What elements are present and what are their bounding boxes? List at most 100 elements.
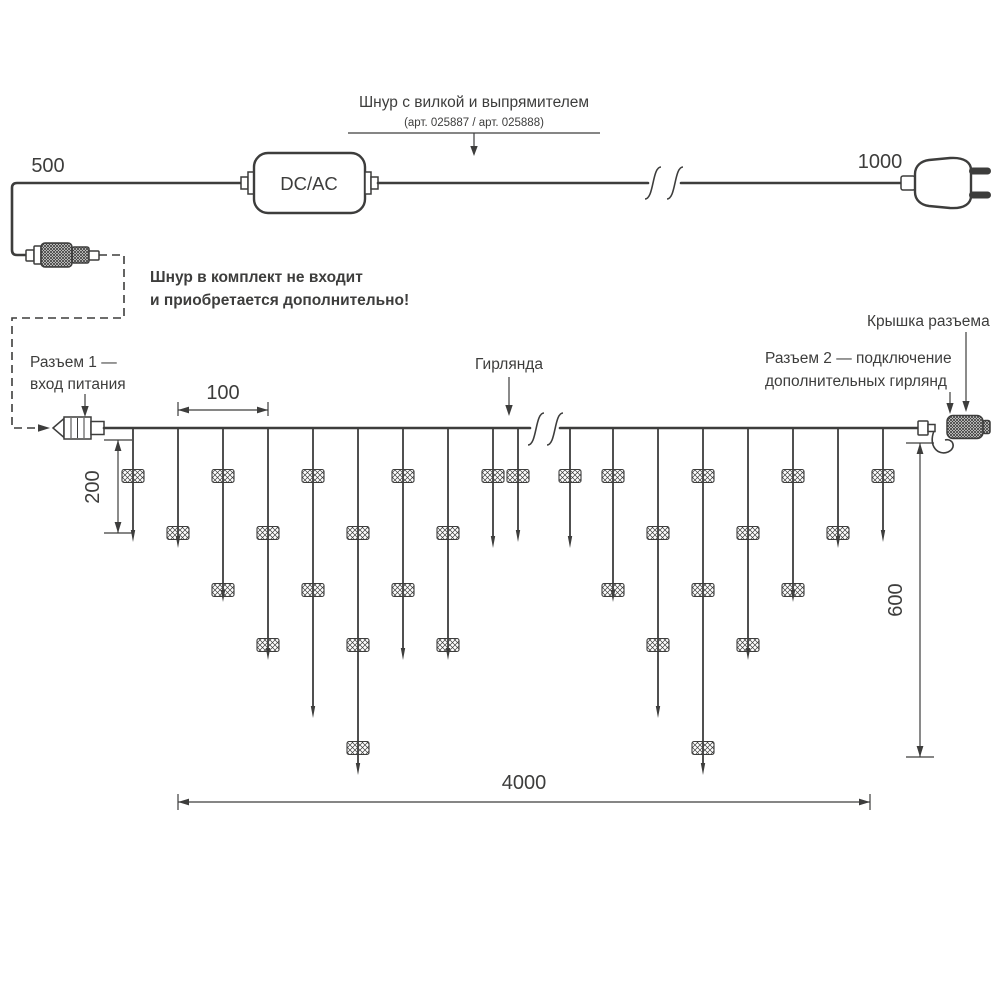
led-bulb [256, 637, 280, 653]
led-bulb [691, 740, 715, 756]
cap-arrow-head [962, 401, 970, 412]
plug-prong [969, 167, 991, 175]
led-bulb [781, 468, 805, 484]
dimension-100: 100 [177, 382, 269, 416]
led-bulb [736, 637, 760, 653]
dim-arrow-head [859, 798, 870, 806]
dashed-route-arrow-head [38, 424, 50, 432]
title-arrow-head [470, 146, 478, 156]
drop-tip [515, 530, 521, 542]
connector-tip [88, 250, 100, 261]
connector1-tip [51, 416, 65, 440]
dim-arrow-head [916, 443, 924, 454]
power-cord-assembly: DC/AC 500 1000 [10, 151, 991, 268]
cap-label: Крышка разъема [867, 313, 990, 330]
connector2-label-line2: дополнительных гирлянд [765, 373, 947, 390]
connector2-label-line1: Разъем 2 — подключение [765, 350, 952, 367]
wire-break-symbol [644, 166, 684, 200]
dimension-200: 200 [82, 439, 132, 534]
converter-tab-right [364, 171, 372, 195]
cord-title: Шнур с вилкой и выпрямителем [359, 94, 589, 111]
connector-coupling-nut [40, 242, 73, 268]
note-line1: Шнур в комплект не входит [150, 269, 363, 286]
callout-cap: Крышка разъема [867, 313, 990, 412]
led-bulb [826, 525, 850, 541]
led-bulb [211, 468, 235, 484]
led-bulb [646, 525, 670, 541]
plug-boot [900, 175, 916, 191]
optional-cord-note: Шнур в комплект не входит и приобретаетс… [150, 269, 409, 309]
led-bulb [781, 582, 805, 598]
dimension-600: 600 [885, 442, 934, 758]
dashed-route-line [11, 254, 125, 429]
callout-garland: Гирлянда [475, 356, 543, 416]
spare-connector [25, 242, 100, 268]
led-bulb [646, 637, 670, 653]
led-bulb [601, 582, 625, 598]
callout-connector2: Разъем 2 — подключение дополнительных ги… [765, 350, 954, 414]
led-bulb [346, 740, 370, 756]
connector2-arrow-head [946, 403, 954, 414]
converter-tab-left [240, 176, 249, 190]
dim-arrow-head [178, 406, 189, 414]
led-bulb [301, 582, 325, 598]
cord-subtitle: (арт. 025887 / арт. 025888) [404, 117, 544, 129]
drop-tip [310, 706, 316, 718]
dim-1000-label: 1000 [858, 151, 903, 173]
led-bulb [436, 637, 460, 653]
led-bulb [166, 525, 190, 541]
wire-break-symbol [527, 412, 564, 446]
led-bulb [391, 468, 415, 484]
cord-left-wire [10, 181, 245, 257]
led-bulb [436, 525, 460, 541]
drop-tip [880, 530, 886, 542]
led-bulb [506, 468, 530, 484]
dim-100-label: 100 [206, 382, 239, 404]
drop-tip [400, 648, 406, 660]
drop-tip [700, 763, 706, 775]
dim-arrow-head [257, 406, 268, 414]
led-bulb [558, 468, 582, 484]
connector-2 [917, 414, 991, 454]
dc-ac-converter: DC/AC [240, 151, 379, 215]
led-bulb [211, 582, 235, 598]
dim-200-label: 200 [82, 470, 104, 503]
dimension-4000: 4000 [177, 772, 871, 810]
connector2-body [917, 420, 929, 436]
led-bulb [301, 468, 325, 484]
converter-label: DC/AC [280, 173, 338, 194]
mains-plug [900, 156, 991, 210]
connector-step [25, 249, 35, 262]
led-bulb [691, 468, 715, 484]
note-line2: и приобретается дополнительно! [150, 292, 409, 309]
connector1-arrow-head [81, 406, 89, 417]
cord-title-callout: Шнур с вилкой и выпрямителем (арт. 02588… [348, 94, 600, 156]
drop-tip [355, 763, 361, 775]
garland-arrow-head [505, 405, 513, 416]
connector2-step [927, 423, 936, 433]
led-bulb [601, 468, 625, 484]
garland-drops [121, 429, 895, 775]
connector-cap [946, 414, 984, 440]
dim-arrow-head [114, 440, 122, 451]
drop-tip [655, 706, 661, 718]
dim-arrow-head [916, 746, 924, 757]
led-bulb [256, 525, 280, 541]
garland-assembly [51, 412, 991, 775]
led-bulb [736, 525, 760, 541]
led-bulb [346, 637, 370, 653]
dim-600-label: 600 [885, 583, 907, 616]
connector-1 [51, 416, 105, 440]
garland-label: Гирлянда [475, 356, 543, 373]
led-bulb [871, 468, 895, 484]
connector-step [33, 245, 42, 265]
connector1-body [90, 420, 105, 436]
led-bulb [481, 468, 505, 484]
dim-4000-label: 4000 [502, 772, 547, 794]
plug-body [913, 156, 973, 210]
dim-arrow-head [178, 798, 189, 806]
drop-tip [130, 530, 136, 542]
drop-tip [490, 536, 496, 548]
